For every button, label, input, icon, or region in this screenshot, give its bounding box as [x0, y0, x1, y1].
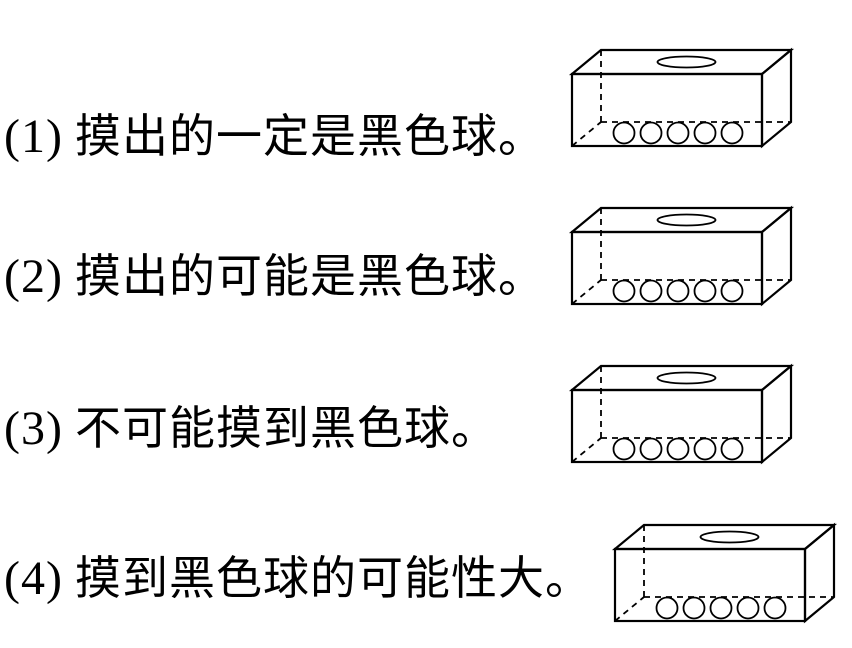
- question-text: 不可能摸到黑色球。: [74, 401, 498, 455]
- box-top-face: [568, 48, 795, 76]
- hidden-edge-depth: [614, 596, 645, 622]
- question-text: 摸到黑色球的可能性大。: [74, 551, 592, 605]
- box-top-face: [568, 364, 795, 392]
- white-ball: [736, 596, 760, 620]
- question-text: 摸出的一定是黑色球。: [74, 109, 545, 163]
- ball-box-4[interactable]: [605, 513, 838, 624]
- ball-box-1[interactable]: [562, 38, 795, 149]
- white-ball: [693, 279, 717, 303]
- question-number: (3): [4, 402, 63, 455]
- question-number: (2): [4, 250, 63, 303]
- white-ball: [612, 121, 636, 145]
- white-ball: [655, 596, 679, 620]
- white-ball: [612, 437, 636, 461]
- white-ball: [612, 279, 636, 303]
- question-1: (1)摸出的一定是黑色球。: [4, 100, 545, 166]
- box-front-face: [570, 388, 764, 464]
- box-opening-hole: [656, 55, 717, 69]
- white-ball: [666, 437, 690, 461]
- question-number: (4): [4, 552, 63, 605]
- white-ball: [693, 437, 717, 461]
- box-side-face: [803, 522, 836, 624]
- question-2: (2)摸出的可能是黑色球。: [4, 240, 545, 306]
- box-side-face: [760, 363, 793, 465]
- white-ball: [682, 596, 706, 620]
- white-ball: [763, 596, 787, 620]
- box-front-face: [570, 72, 764, 148]
- box-top-face: [611, 523, 838, 551]
- box-front-face: [570, 230, 764, 306]
- hidden-edge-depth: [571, 279, 602, 305]
- white-ball: [720, 121, 744, 145]
- white-ball: [639, 279, 663, 303]
- white-ball: [666, 279, 690, 303]
- box-opening-hole: [656, 213, 717, 227]
- box-side-face: [760, 205, 793, 307]
- question-number: (1): [4, 110, 63, 163]
- question-3: (3)不可能摸到黑色球。: [4, 392, 498, 458]
- white-ball: [709, 596, 733, 620]
- white-ball: [666, 121, 690, 145]
- box-opening-hole: [656, 371, 717, 385]
- hidden-edge-depth: [571, 437, 602, 463]
- white-ball: [720, 279, 744, 303]
- white-ball: [639, 437, 663, 461]
- ball-box-2[interactable]: [562, 196, 795, 307]
- box-top-face: [568, 206, 795, 234]
- white-ball: [693, 121, 717, 145]
- hidden-edge-depth: [571, 121, 602, 147]
- box-opening-hole: [699, 530, 760, 544]
- white-ball: [639, 121, 663, 145]
- ball-box-3[interactable]: [562, 354, 795, 465]
- question-4: (4)摸到黑色球的可能性大。: [4, 542, 592, 608]
- question-text: 摸出的可能是黑色球。: [74, 249, 545, 303]
- white-ball: [720, 437, 744, 461]
- box-side-face: [760, 47, 793, 149]
- box-front-face: [613, 547, 807, 623]
